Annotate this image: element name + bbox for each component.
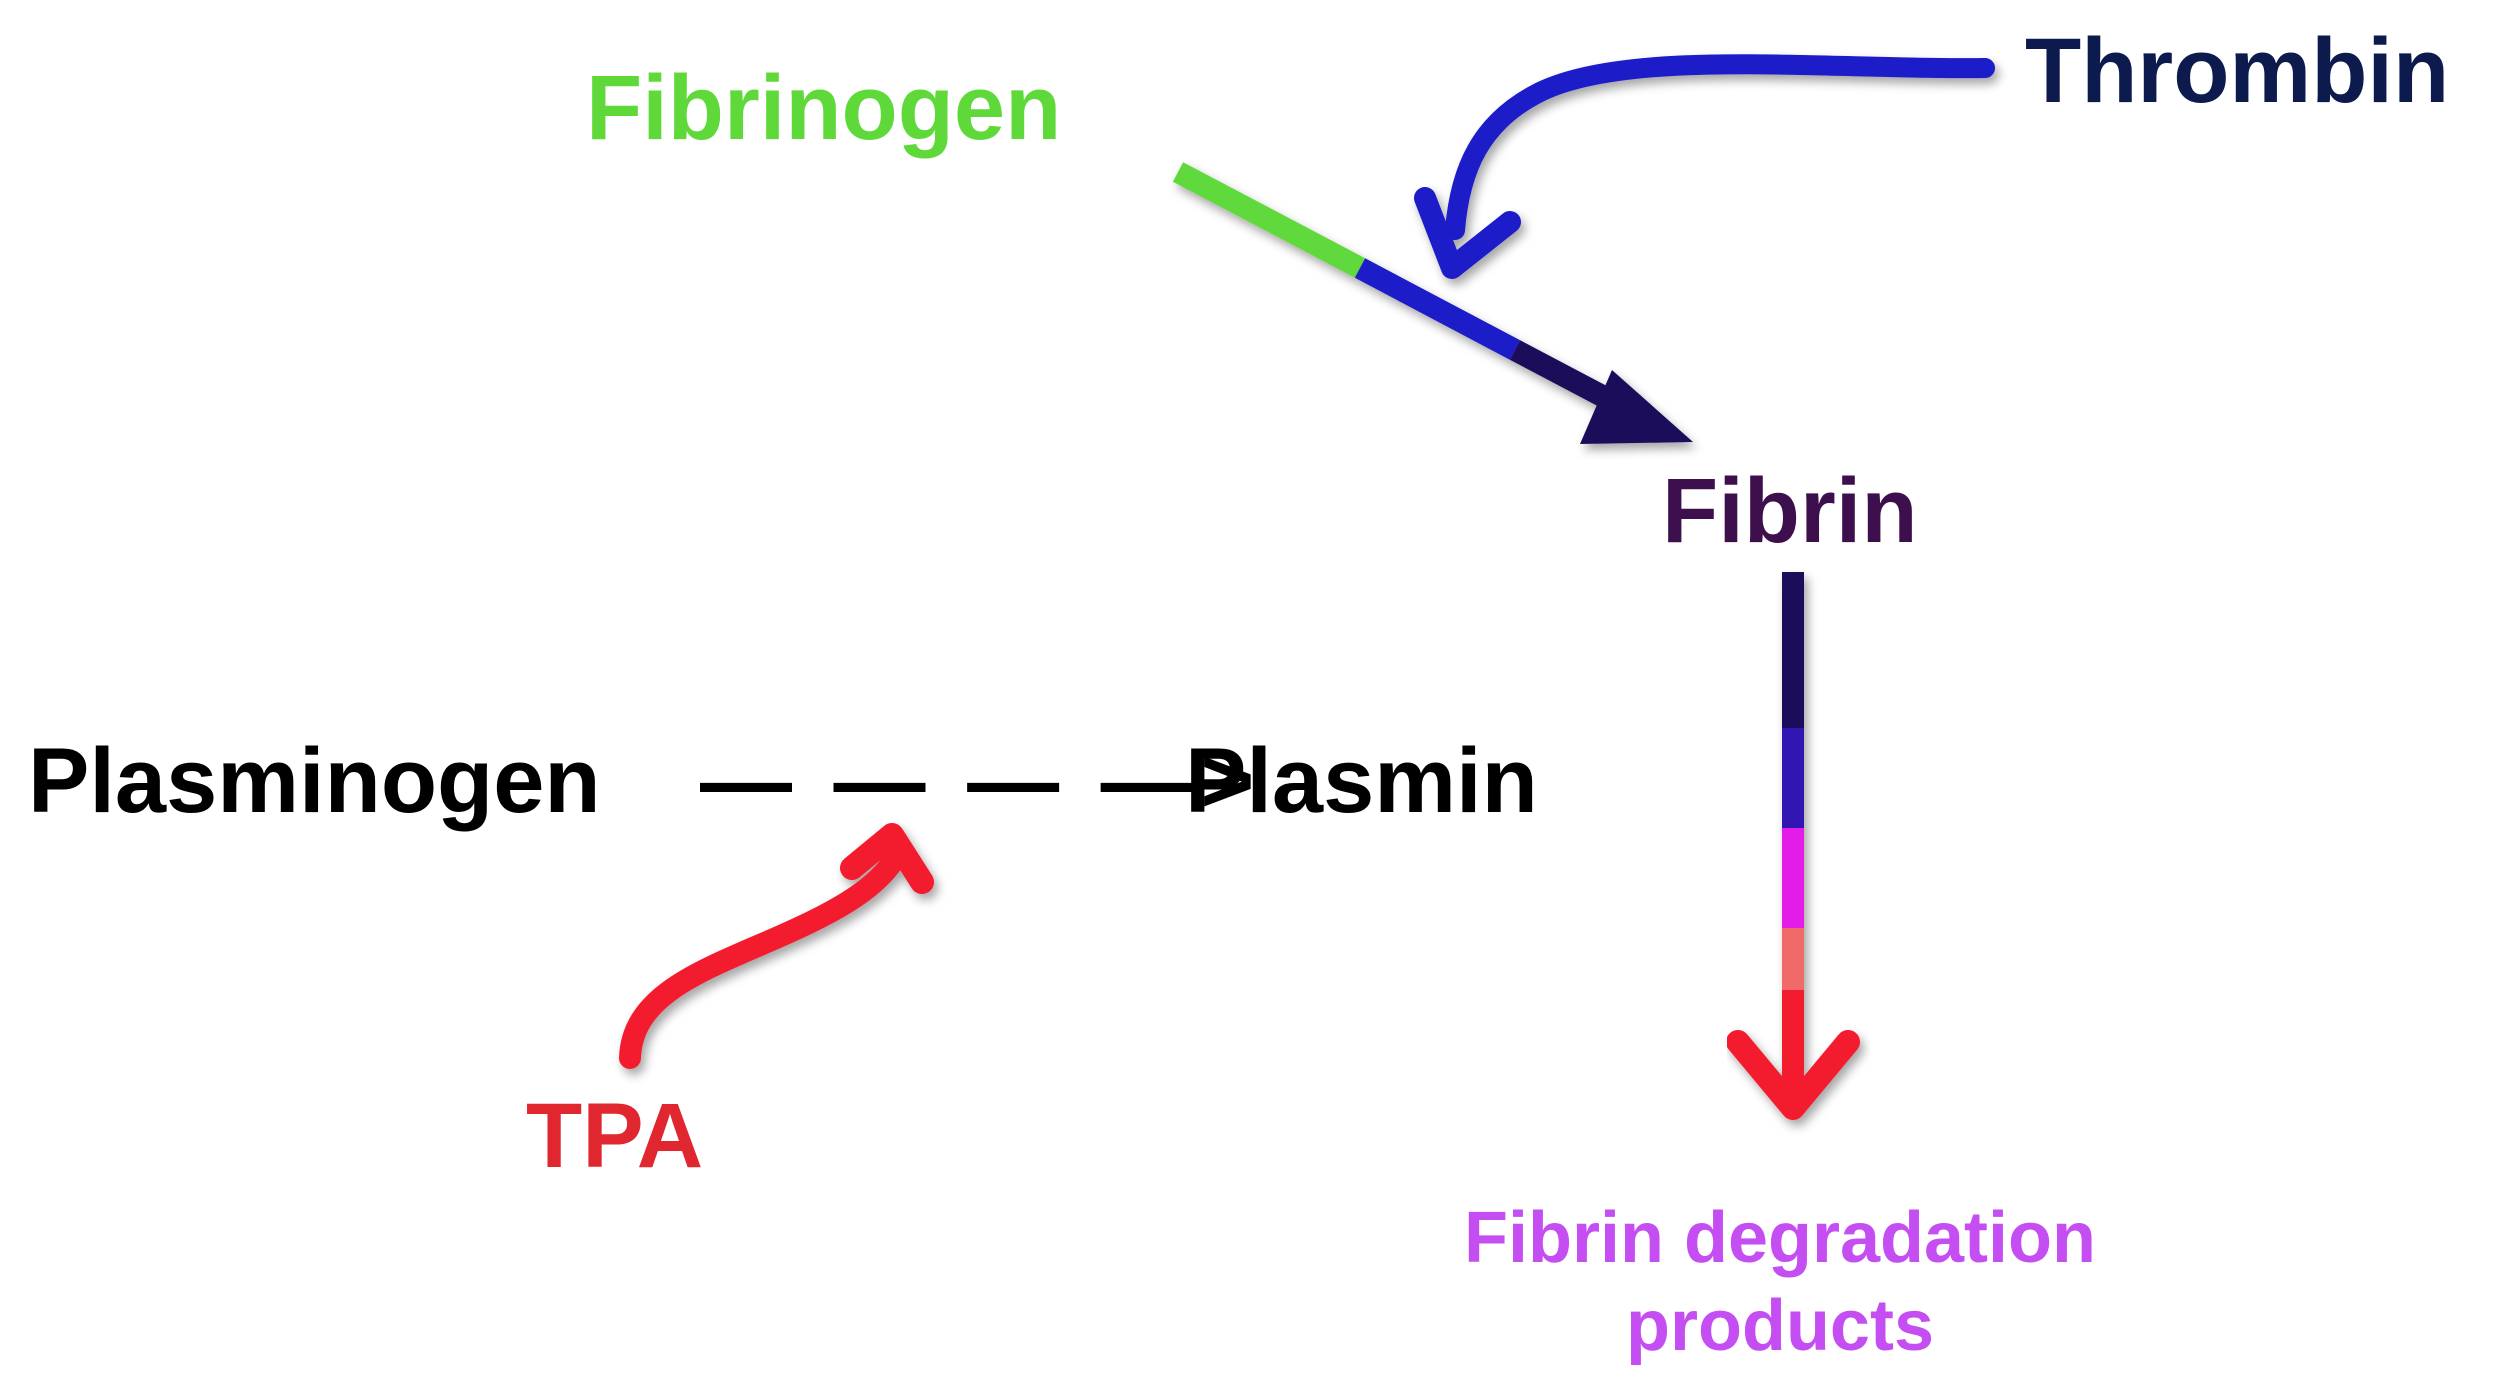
thrombin-arrow xyxy=(1414,54,1995,279)
tpa-arrow-shaft xyxy=(619,839,911,1069)
tpa-arrow xyxy=(619,823,934,1069)
plasmin-label: Plasmin xyxy=(1185,730,1538,832)
tpa-label: TPA xyxy=(526,1085,704,1187)
fibrinogen-arrow-segment-blue xyxy=(1354,258,1521,360)
plasminogen-to-plasmin-arrow: — — — —> xyxy=(700,730,1263,832)
degradation-products-line1: Fibrin degradation xyxy=(1463,1198,2096,1278)
degradation-arrow-head xyxy=(1726,1030,1860,1120)
fibrinogen-label: Fibrinogen xyxy=(586,57,1062,159)
degradation-products-label: Fibrin degradation products xyxy=(1445,1195,2115,1371)
fibrinogen-arrow-head xyxy=(1580,370,1693,444)
tpa-arrow-head xyxy=(840,823,934,894)
plasminogen-label: Plasminogen xyxy=(28,730,601,832)
fibrin-label: Fibrin xyxy=(1662,460,1918,562)
thrombin-label: Thrombin xyxy=(2025,20,2450,122)
thrombin-arrow-head xyxy=(1414,187,1521,279)
fibrinogen-arrow-segment-green xyxy=(1172,162,1366,278)
degradation-products-line2: products xyxy=(1625,1285,1934,1366)
fibrin-to-degradation-arrow xyxy=(1726,572,1860,1120)
fibrinogen-to-fibrin-arrow xyxy=(1172,162,1693,444)
thrombin-arrow-shaft xyxy=(1445,54,1995,240)
